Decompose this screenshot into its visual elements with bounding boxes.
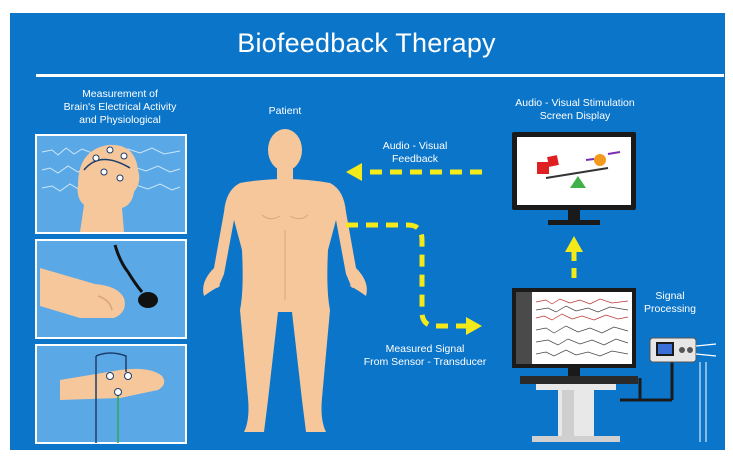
signal-processing-label: Signal Processing <box>644 290 696 315</box>
title-divider <box>36 74 724 77</box>
feedback-arrow <box>346 163 482 181</box>
stimulation-label: Audio - Visual Stimulation Screen Displa… <box>515 97 635 122</box>
diagram-title: Biofeedback Therapy <box>237 28 496 58</box>
measurement-label: Measurement of Brain's Electrical Activi… <box>63 88 177 126</box>
workstation-icon <box>512 288 674 442</box>
hand-sensor-icon <box>35 239 187 339</box>
patient-label: Patient <box>268 105 302 117</box>
hand-electrodes-icon <box>35 344 187 444</box>
human-body-icon <box>203 129 367 432</box>
measured-signal-label: Measured Signal From Sensor - Transducer <box>363 343 487 368</box>
signal-processor-icon <box>649 337 717 442</box>
feedback-label: Audio - Visual Feedback <box>382 140 448 165</box>
measured-signal-arrow <box>346 222 482 335</box>
eeg-head-icon <box>35 134 187 234</box>
stimulation-arrow <box>565 236 583 278</box>
monitor-icon <box>512 132 636 225</box>
